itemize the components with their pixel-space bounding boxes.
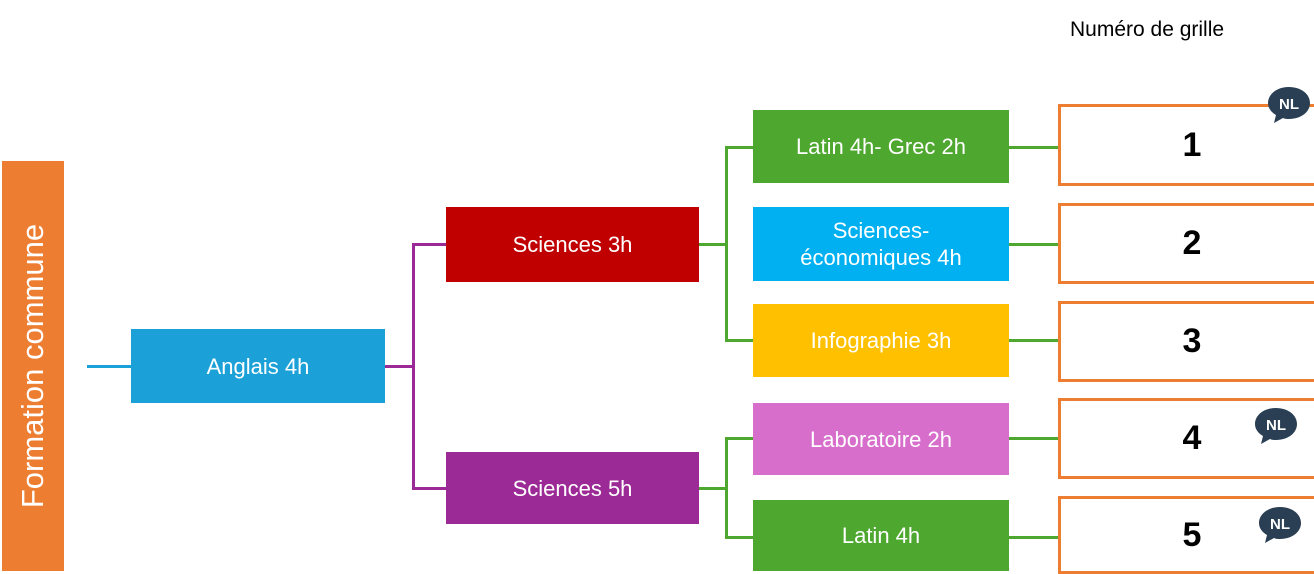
latin-grec-node: Latin 4h- Grec 2h — [753, 110, 1009, 183]
anglais-node: Anglais 4h — [131, 329, 385, 403]
nl-badge-label: NL — [1279, 96, 1299, 113]
latin-node: Latin 4h — [753, 500, 1009, 571]
nl-badge-label: NL — [1266, 417, 1286, 434]
grid-box-3: 3 — [1058, 301, 1314, 382]
formation-commune-box: Formation commune — [2, 161, 64, 571]
speech-bubble-icon: NL — [1253, 406, 1299, 451]
grid-number-3: 3 — [1182, 322, 1202, 360]
grid-number-5: 5 — [1182, 515, 1202, 554]
grid-number-1: 1 — [1182, 125, 1202, 164]
formation-commune-label: Formation commune — [15, 223, 50, 509]
grid-number-header: Numéro de grille — [1070, 18, 1225, 41]
sciences-5h-node: Sciences 5h — [446, 452, 699, 524]
speech-bubble-icon: NL — [1257, 505, 1303, 550]
grid-number-4: 4 — [1182, 419, 1202, 457]
grid-box-2: 2 — [1058, 203, 1314, 284]
grid-number-2: 2 — [1182, 224, 1202, 262]
sciences-3h-node: Sciences 3h — [446, 207, 699, 282]
nl-badge-label: NL — [1270, 516, 1290, 533]
laboratoire-node: Laboratoire 2h — [753, 403, 1009, 475]
infographie-node: Infographie 3h — [753, 304, 1009, 377]
speech-bubble-icon: NL — [1266, 85, 1312, 130]
sciences-economiques-node: Sciences- économiques 4h — [753, 207, 1009, 281]
grid-box-1: 1 — [1058, 104, 1314, 186]
